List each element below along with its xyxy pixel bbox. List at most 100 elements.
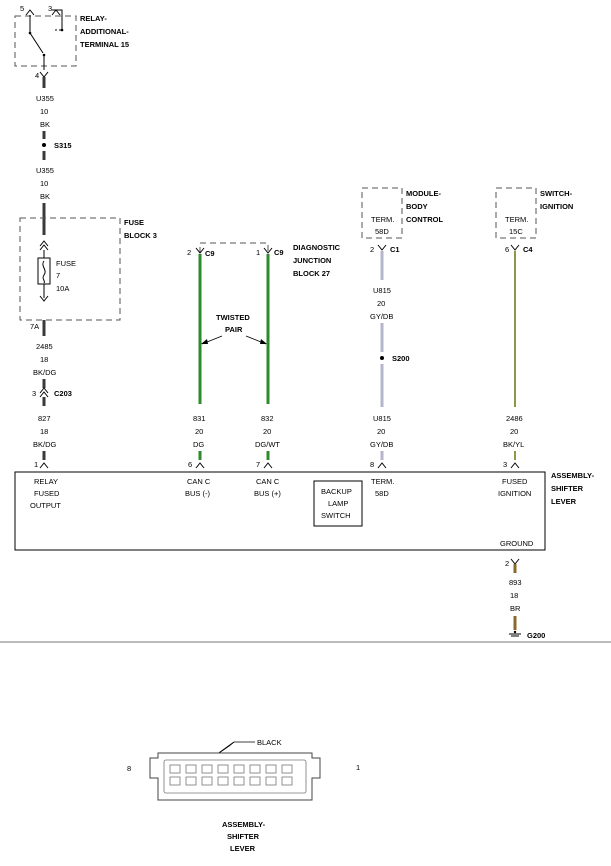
cavity-7 xyxy=(185,764,197,774)
dlc-pin2-connector-icon xyxy=(195,247,205,254)
dlc-c9-left: C9 xyxy=(205,249,215,258)
backup-lamp-label-1: BACKUP xyxy=(321,487,352,496)
wire-u815-top-color: GY/DB xyxy=(370,312,393,321)
shifter-relay-label-3: OUTPUT xyxy=(30,501,61,510)
relay-dashed-box xyxy=(14,15,77,67)
shifter-pin1-connector-icon xyxy=(39,462,49,469)
splice-s315-icon xyxy=(42,143,46,147)
cavity-5 xyxy=(217,764,229,774)
connector-view-pointer-arrow xyxy=(215,741,235,756)
wire-u815-bottom-color: GY/DB xyxy=(370,440,393,449)
wire-831-gauge: 20 xyxy=(195,427,203,436)
wire-2486-gauge: 20 xyxy=(510,427,518,436)
dlc-pin1-connector-icon xyxy=(263,247,273,254)
dlc-c9-right: C9 xyxy=(274,248,284,257)
shifter-pin-3: 3 xyxy=(503,460,507,469)
fuse-label: FUSE xyxy=(56,259,76,268)
wire-832-circuit: 832 xyxy=(261,414,274,423)
module-body-control: TERM. 58D MODULE- BODY CONTROL 2 C1 xyxy=(361,187,443,254)
relay-pin-5: 5 xyxy=(20,4,24,13)
module-body-title-line-3: CONTROL xyxy=(406,215,443,224)
fuse-block-3: FUSE BLOCK 3 FUSE 7 10A 7A xyxy=(19,217,157,331)
relay-pin-4: 4 xyxy=(35,71,39,80)
fuse-block-title-line-2: BLOCK 3 xyxy=(124,231,157,240)
cavity-4 xyxy=(233,764,245,774)
wire-832-color: DG/WT xyxy=(255,440,280,449)
switch-ignition-term-line-1: TERM. xyxy=(505,215,528,224)
shifter-pin7-connector-icon xyxy=(263,462,273,469)
ground-g200-icon xyxy=(509,633,521,637)
fuse-block-pin-out: 7A xyxy=(30,322,39,331)
shifter-pin6-connector-icon xyxy=(195,462,205,469)
connector-c203-name: C203 xyxy=(54,389,72,398)
switch-ignition-connector-icon xyxy=(510,244,520,251)
fuse-block-title-line-1: FUSE xyxy=(124,218,144,227)
wire-u815-bottom-gauge: 20 xyxy=(377,427,385,436)
shifter-term-label-2: 58D xyxy=(375,489,389,498)
wire-u815-top-gauge: 20 xyxy=(377,299,385,308)
shifter-canp-label-2: BUS (+) xyxy=(254,489,281,498)
wire-893-gauge: 18 xyxy=(510,591,518,600)
diagnostic-junction-block-27: 2 C9 1 C9 DIAGNOSTIC JUNCTION BLOCK 27 xyxy=(187,242,341,278)
module-body-dashed-box xyxy=(361,187,403,239)
ground-pin-2: 2 xyxy=(505,559,509,568)
fuse-block-dashed-box xyxy=(19,217,121,321)
connector-view-title-line-2: SHIFTER xyxy=(227,832,260,841)
dlc-title-line-2: JUNCTION xyxy=(293,256,331,265)
shifter-title-line-2: SHIFTER xyxy=(551,484,584,493)
wire-u355-top-circuit: U355 xyxy=(36,94,54,103)
twisted-pair-line-1: TWISTED xyxy=(216,313,250,322)
wire-2485-circuit: 2485 xyxy=(36,342,53,351)
cavity-3 xyxy=(249,764,261,774)
switch-ignition-connector: C4 xyxy=(523,245,533,254)
shifter-title-line-1: ASSEMBLY- xyxy=(551,471,595,480)
module-body-connector: C1 xyxy=(390,245,400,254)
dlc-pin-2: 2 xyxy=(187,248,191,257)
shifter-title-line-3: LEVER xyxy=(551,497,577,506)
shifter-pin8-connector-icon xyxy=(377,462,387,469)
switch-ignition-title-line-1: SWITCH- xyxy=(540,189,573,198)
fuse-block-input-connector-icon xyxy=(39,240,49,251)
wire-u355-bottom-circuit: U355 xyxy=(36,166,54,175)
backup-lamp-label-2: LAMP xyxy=(328,499,348,508)
dlc-title-line-1: DIAGNOSTIC xyxy=(293,243,341,252)
relay-pin-3: 3 xyxy=(48,4,52,13)
shifter-ground-label: GROUND xyxy=(500,539,534,548)
backup-lamp-switch-box xyxy=(313,480,363,527)
wire-827-color: BK/DG xyxy=(33,440,57,449)
splice-s200-icon xyxy=(380,356,384,360)
shifter-canm-label-2: BUS (-) xyxy=(185,489,211,498)
shifter-relay-label-2: FUSED xyxy=(34,489,60,498)
switch-ignition-pin: 6 xyxy=(505,245,509,254)
wire-827-circuit: 827 xyxy=(38,414,51,423)
splice-s200-label: S200 xyxy=(392,354,410,363)
relay-additional-terminal-15: 5 3 4 RELAY- ADDITIONAL- TERMINAL 15 xyxy=(14,4,129,80)
shifter-lever-box xyxy=(14,471,546,551)
connector-c203-pin: 3 xyxy=(32,389,36,398)
connector-c203-icon xyxy=(39,387,49,398)
shifter-pin-8: 8 xyxy=(370,460,374,469)
twisted-pair-line-2: PAIR xyxy=(225,325,243,334)
shifter-canm-label-1: CAN C xyxy=(187,477,211,486)
wire-u355-top-color: BK xyxy=(40,120,50,129)
wire-2485-color: BK/DG xyxy=(33,368,57,377)
module-body-pin: 2 xyxy=(370,245,374,254)
wire-u355-top-gauge: 10 xyxy=(40,107,48,116)
wire-827-gauge: 18 xyxy=(40,427,48,436)
connector-inner-frame xyxy=(163,759,307,794)
dlc-dashed-outline xyxy=(199,242,269,253)
backup-lamp-label-3: SWITCH xyxy=(321,511,351,520)
wire-2486-circuit: 2486 xyxy=(506,414,523,423)
switch-ignition-title-line-2: IGNITION xyxy=(540,202,573,211)
wire-831-color: DG xyxy=(193,440,204,449)
switch-ignition-term-line-2: 15C xyxy=(509,227,523,236)
wire-893-color: BR xyxy=(510,604,521,613)
wire-u355-bottom-color: BK xyxy=(40,192,50,201)
shifter-lever-block: RELAY FUSED OUTPUT CAN C BUS (-) CAN C B… xyxy=(14,471,595,551)
shifter-relay-label-1: RELAY xyxy=(34,477,58,486)
wire-u355-bottom-gauge: 10 xyxy=(40,179,48,188)
relay-title-line-2: ADDITIONAL- xyxy=(80,27,129,36)
shifter-pin-7: 7 xyxy=(256,460,260,469)
cavity-2 xyxy=(265,764,277,774)
